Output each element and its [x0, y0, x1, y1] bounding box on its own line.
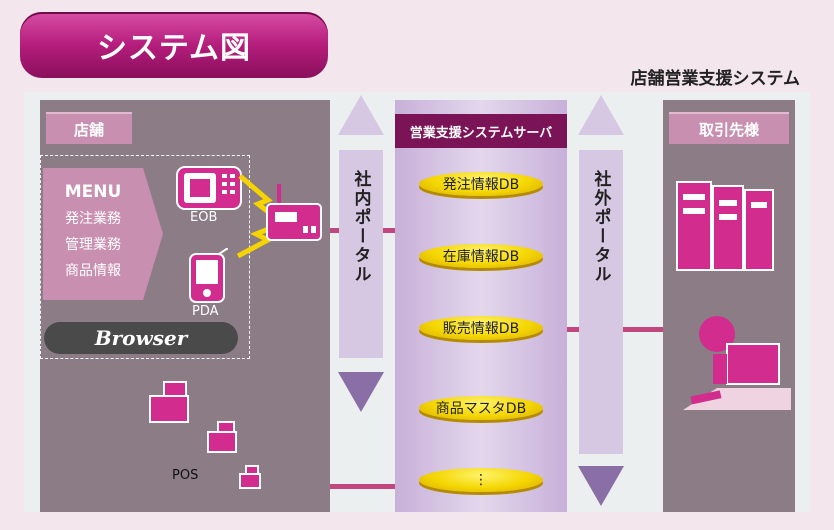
menu-box: MENU 発注業務 管理業務 商品情報 [43, 168, 143, 300]
mobile-devices-group [40, 155, 250, 359]
page-title: システム図 [20, 12, 328, 78]
router-icon [266, 184, 322, 241]
server-panel [395, 100, 567, 512]
internal-portal: 社内ポータル [339, 150, 383, 358]
store-header: 店舗 [46, 112, 132, 144]
external-portal: 社外ポータル [579, 150, 623, 454]
browser-logo: Browser [44, 322, 238, 354]
arrow-up-icon [578, 95, 624, 135]
menu-item: 管理業務 [65, 237, 121, 253]
database-disk: 在庫情報DB [419, 244, 543, 268]
partner-panel [663, 100, 795, 512]
pos-label: POS [172, 468, 199, 483]
internal-portal-label: 社内ポータル [350, 170, 371, 284]
connector-pos-internal [298, 484, 398, 489]
database-disk: 販売情報DB [419, 316, 543, 340]
menu-arrow-icon [143, 168, 163, 300]
external-portal-label: 社外ポータル [590, 170, 611, 284]
partner-header: 取引先様 [669, 112, 789, 144]
menu-item: 商品情報 [65, 263, 121, 279]
server-header: 営業支援システムサーバ [395, 114, 567, 148]
menu-title: MENU [64, 182, 122, 202]
server-rack-icon [676, 181, 774, 271]
system-subtitle: 店舗営業支援システム [630, 69, 801, 89]
arrow-up-icon [338, 95, 384, 135]
arrow-down-icon [578, 466, 624, 506]
user-computer-icon [683, 316, 791, 410]
database-disk: 発注情報DB [419, 172, 543, 196]
menu-item: 発注業務 [65, 211, 121, 227]
pos-terminal-icon [149, 381, 261, 489]
database-disk: ⋮ [419, 468, 543, 492]
pda-label: PDA [192, 304, 219, 319]
eob-device-icon [176, 166, 242, 210]
arrow-down-icon [338, 372, 384, 412]
eob-label: EOB [190, 210, 218, 225]
pda-device-icon [189, 248, 228, 303]
database-disk: 商品マスタDB [419, 396, 543, 420]
